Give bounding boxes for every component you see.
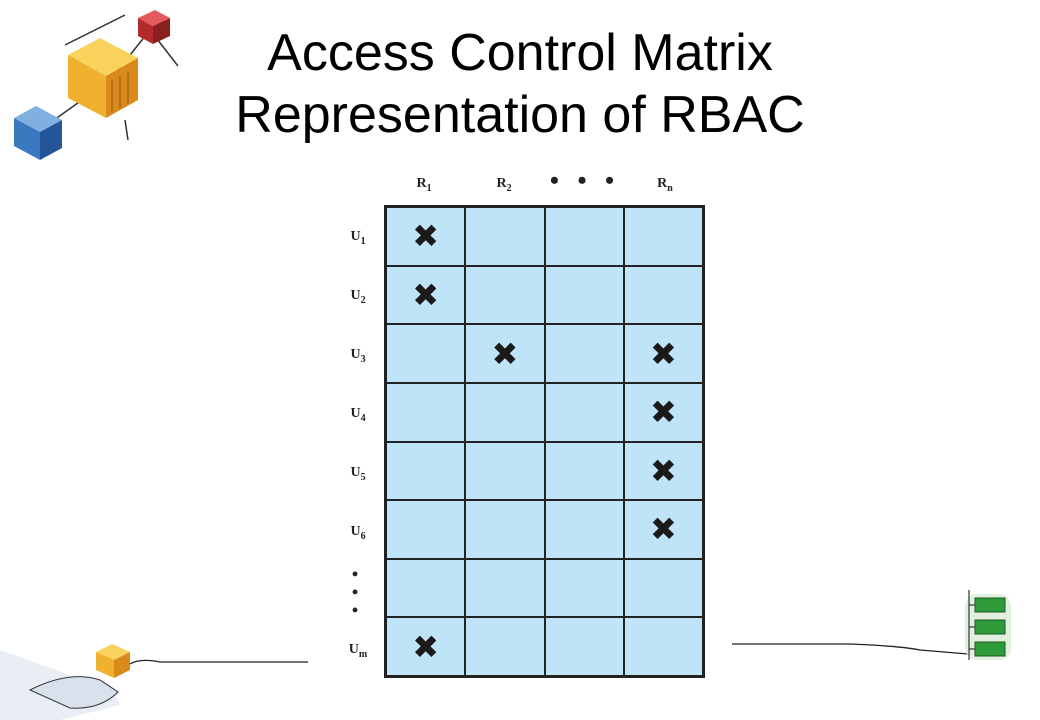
access-mark-icon: ✖: [649, 451, 677, 490]
access-mark-icon: ✖: [649, 510, 677, 549]
matrix-cell: ✖: [624, 325, 702, 382]
access-mark-icon: ✖: [491, 334, 519, 373]
matrix-cell: [545, 383, 623, 441]
column-ellipsis: • • •: [549, 166, 621, 195]
row-header-u1: U1: [350, 229, 366, 247]
access-mark-icon: ✖: [412, 627, 440, 666]
matrix-cell: [387, 559, 465, 617]
matrix-cell: ✖: [387, 208, 465, 265]
page-title: Access Control Matrix Representation of …: [0, 22, 1040, 146]
column-header-rn: Rn: [657, 176, 673, 194]
matrix-cell: [466, 559, 544, 617]
matrix-cell: [387, 325, 465, 382]
matrix-cell: [624, 559, 702, 617]
matrix-cell: [387, 442, 465, 500]
row-header-u5: U5: [350, 465, 366, 483]
matrix-cell: ✖: [624, 442, 702, 500]
matrix-cell: [545, 618, 623, 675]
access-mark-icon: ✖: [649, 334, 677, 373]
network-cubes-icon: [14, 10, 179, 160]
access-mark-icon: ✖: [649, 393, 677, 432]
row-header-um: Um: [348, 642, 368, 660]
access-mark-icon: ✖: [412, 217, 440, 256]
matrix-cell: [624, 266, 702, 324]
title-line-1: Access Control Matrix: [267, 24, 773, 82]
matrix-cell: [545, 501, 623, 558]
matrix-cell: ✖: [624, 501, 702, 558]
row-header-u2: U2: [350, 288, 366, 306]
matrix-cell: [466, 383, 544, 441]
row-header-u6: U6: [350, 524, 366, 542]
connector-line: [732, 643, 969, 655]
access-mark-icon: ✖: [412, 275, 440, 314]
matrix-cell: [545, 325, 623, 382]
matrix-cell: ✖: [387, 618, 465, 675]
matrix-cell: [387, 501, 465, 558]
matrix-cell: ✖: [624, 383, 702, 441]
hand-cube-icon: [0, 644, 308, 720]
matrix-cell: ✖: [466, 325, 544, 382]
access-control-matrix: ✖ ✖ ✖ ✖ ✖ ✖ ✖ ✖: [384, 205, 705, 678]
row-header-u3: U3: [350, 347, 366, 365]
matrix-cell: ✖: [387, 266, 465, 324]
matrix-cell: [624, 618, 702, 675]
matrix-cell: [466, 442, 544, 500]
matrix-cell: [466, 208, 544, 265]
matrix-cell: [466, 501, 544, 558]
matrix-cell: [545, 208, 623, 265]
matrix-cell: [466, 266, 544, 324]
column-header-r2: R2: [496, 176, 512, 194]
matrix-cell: [466, 618, 544, 675]
matrix-cell: [624, 208, 702, 265]
matrix-cell: [545, 266, 623, 324]
title-line-2: Representation of RBAC: [235, 86, 805, 144]
row-header-u4: U4: [350, 406, 366, 424]
row-ellipsis: • • •: [351, 564, 359, 620]
matrix-cell: [545, 442, 623, 500]
column-header-r1: R1: [416, 176, 432, 194]
matrix-cell: [387, 383, 465, 441]
server-stack-icon: [965, 590, 1011, 660]
matrix-cell: [545, 559, 623, 617]
